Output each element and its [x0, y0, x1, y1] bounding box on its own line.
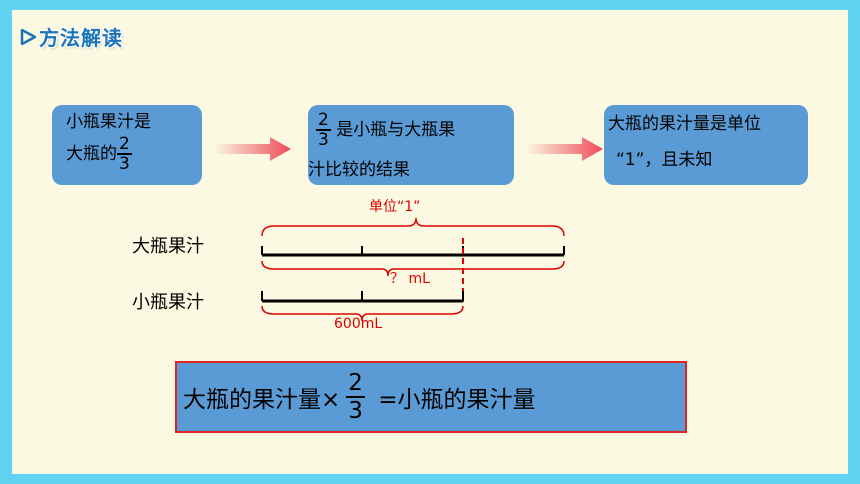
box2-line1-text: 是小瓶与大瓶果 — [330, 119, 456, 140]
arrow-right-icon — [214, 137, 291, 161]
small-bottle-label: 小瓶果汁 — [132, 292, 204, 313]
box1-fraction: 2 3 — [117, 135, 132, 173]
top-brace — [261, 217, 565, 237]
slide-card: 方法解读 小瓶果汁是 大瓶的 2 3 2 3 — [12, 10, 848, 474]
formula-right: =小瓶的果汁量 — [370, 387, 536, 413]
explain-box-3: 大瓶的果汁量是单位 “1”，且未知 — [604, 105, 808, 185]
unknown-amount-label: ？ mL — [390, 271, 430, 287]
fraction-denominator: 3 — [119, 153, 130, 174]
box1-line2-text: 大瓶的 — [66, 143, 117, 164]
question-brace — [261, 260, 565, 277]
box3-line2: “1”，且未知 — [616, 150, 713, 170]
box2-fraction: 2 3 — [316, 111, 331, 149]
unit-one-label: 单位“1” — [369, 199, 421, 215]
fraction-denominator: 3 — [318, 129, 329, 150]
fraction-numerator: 2 — [318, 110, 329, 130]
formula-fraction: 2 3 — [346, 370, 365, 424]
fraction-bar — [117, 153, 132, 155]
small-brace — [261, 305, 464, 322]
explain-box-2: 2 3 是小瓶与大瓶果 汁比较的结果 — [308, 105, 514, 185]
big-bottle-label: 大瓶果汁 — [132, 236, 204, 257]
fraction-bar — [346, 396, 365, 398]
section-title: 方法解读 — [39, 26, 123, 50]
box2-line1: 2 3 是小瓶与大瓶果 — [316, 111, 455, 149]
box3-line1: 大瓶的果汁量是单位 — [608, 114, 761, 134]
fraction-numerator: 2 — [119, 134, 130, 154]
formula-left: 大瓶的果汁量× — [183, 387, 341, 413]
box2-line2: 汁比较的结果 — [308, 160, 410, 180]
segment-diagram — [261, 217, 565, 322]
formula-box: 大瓶的果汁量× 2 3 =小瓶的果汁量 — [175, 361, 687, 433]
box1-line1: 小瓶果汁是 — [66, 112, 151, 132]
explain-box-1: 小瓶果汁是 大瓶的 2 3 — [52, 105, 202, 185]
fraction-bar — [316, 129, 331, 131]
arrow-right-icon — [526, 137, 603, 161]
small-amount-label: 600mL — [334, 316, 383, 332]
fraction-denominator: 3 — [348, 398, 363, 424]
fraction-numerator: 2 — [348, 370, 363, 396]
section-header: 方法解读 — [20, 22, 123, 51]
play-triangle-icon — [20, 28, 36, 45]
box1-line2: 大瓶的 2 3 — [66, 135, 132, 173]
